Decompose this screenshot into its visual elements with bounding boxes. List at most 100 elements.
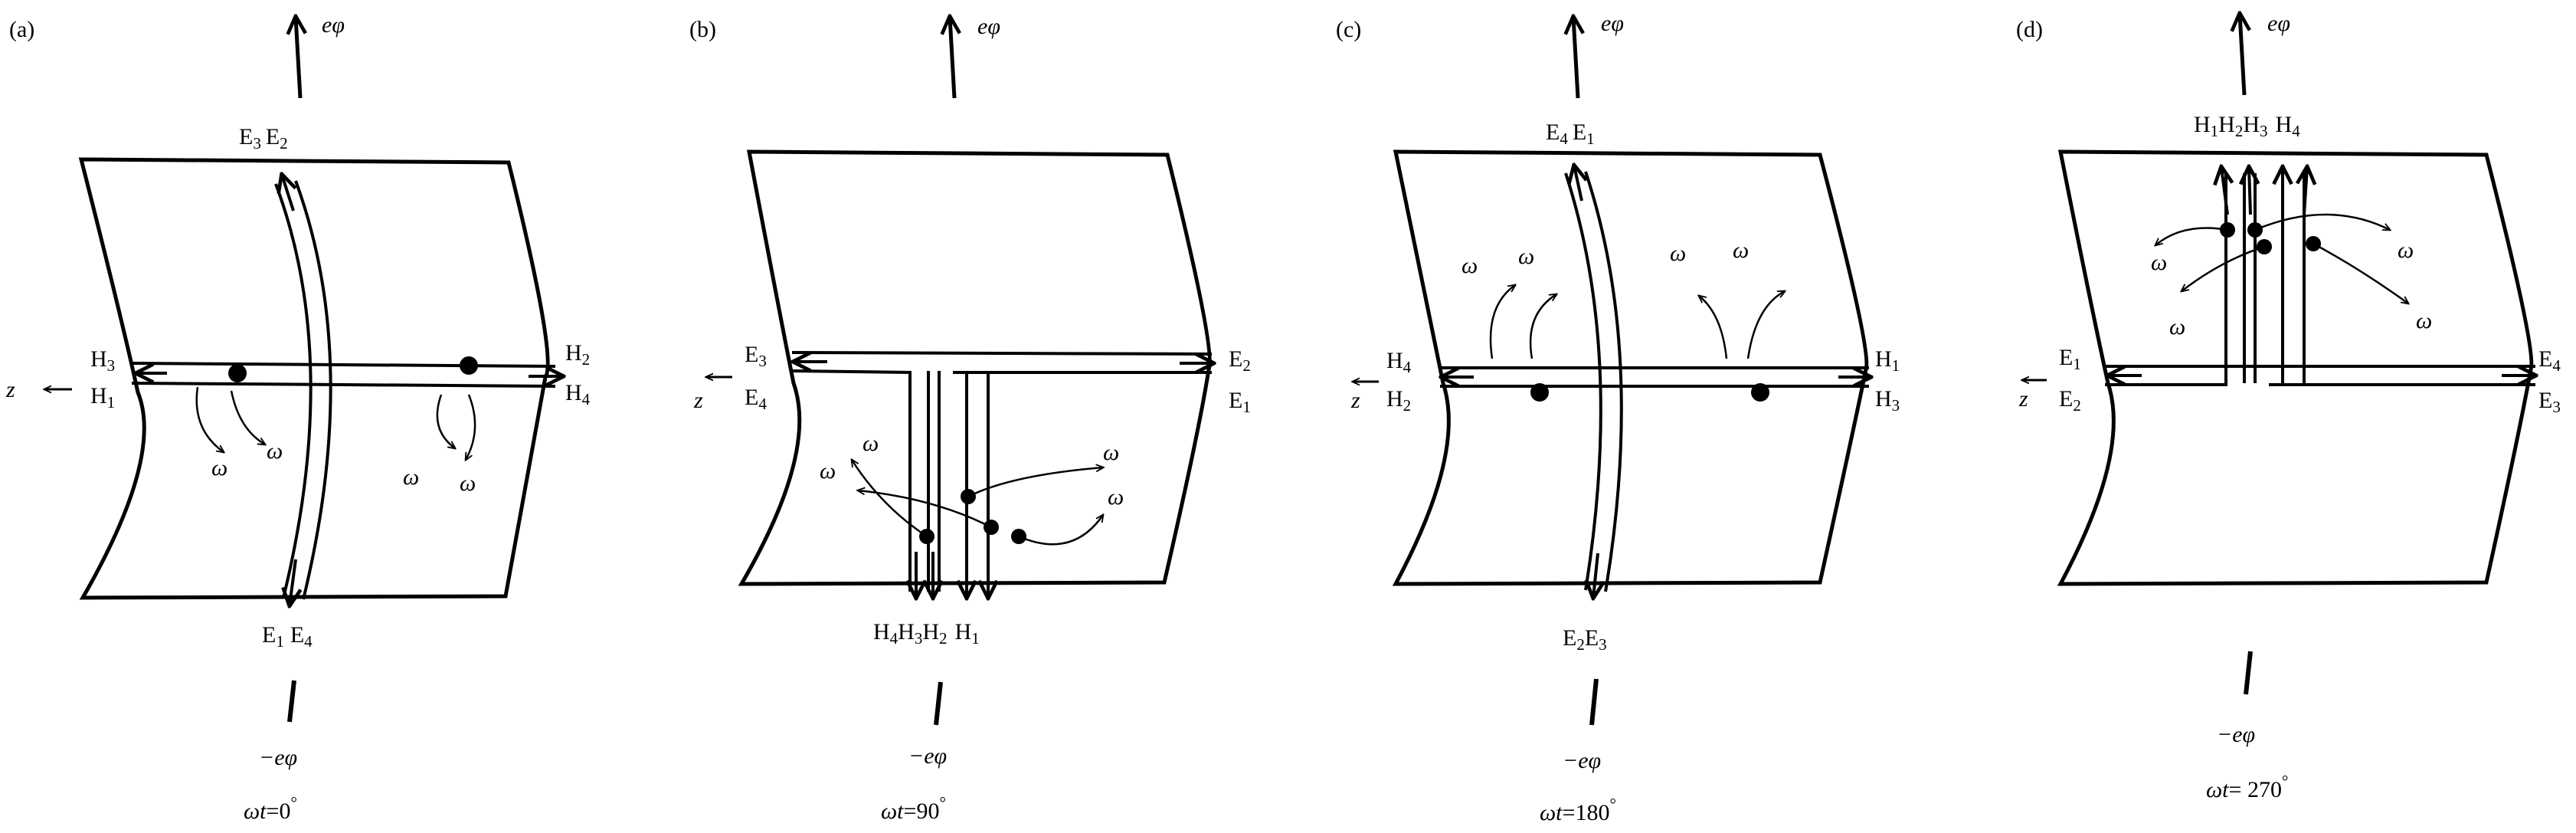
omega-arrow xyxy=(852,460,928,538)
omega-label: ω xyxy=(2151,250,2167,275)
omega-label: ω xyxy=(862,431,879,456)
omega-arrow xyxy=(1746,291,1785,359)
h-double-line xyxy=(1440,366,1869,388)
z-axis-label: z xyxy=(2018,386,2028,412)
svg-text:E4: E4 xyxy=(745,385,767,413)
down-axis-label: −eφ xyxy=(259,745,297,770)
omega-label: ω xyxy=(2416,308,2432,333)
omega-label: ω xyxy=(1461,253,1478,278)
up-axis-label: eφ xyxy=(1601,11,1624,36)
omega-arrow xyxy=(2155,227,2228,246)
sheet-outline xyxy=(78,157,550,600)
down-axis-stub xyxy=(287,680,296,723)
left-labels: E3 E4 xyxy=(745,342,767,413)
up-axis-arrow xyxy=(1573,17,1578,99)
omega-arrow xyxy=(1489,285,1515,359)
up-axis-arrow xyxy=(950,17,954,99)
omega-label: ω xyxy=(211,455,227,480)
svg-text:E2: E2 xyxy=(2059,386,2081,415)
time-label: ωt=180° xyxy=(1540,795,1616,825)
e-double-line xyxy=(1564,171,1623,592)
z-axis-label: z xyxy=(5,377,15,402)
e-t-lines xyxy=(2105,173,2535,386)
svg-text:H2: H2 xyxy=(565,340,590,369)
omega-label: ω xyxy=(2398,238,2414,263)
z-axis-label: z xyxy=(1350,388,1360,413)
omega-arrow xyxy=(2313,242,2408,303)
omega-arrow xyxy=(466,394,476,460)
dot xyxy=(228,364,247,382)
e-double-line xyxy=(274,180,332,600)
e-arrow-down xyxy=(290,559,296,605)
omega-arrow xyxy=(195,386,224,452)
omega-arrow xyxy=(1529,294,1556,359)
e-t-lines xyxy=(791,351,1213,592)
panel-letter: (d) xyxy=(2016,17,2043,42)
svg-text:E2E3: E2E3 xyxy=(1563,625,1607,654)
omega-label: ω xyxy=(1108,484,1124,510)
omega-label: ω xyxy=(460,471,476,496)
up-axis-label: eφ xyxy=(322,12,345,38)
right-labels: H1 H3 xyxy=(1875,346,1900,415)
h-double-line xyxy=(131,362,556,388)
right-labels: E4 E3 xyxy=(2538,346,2561,416)
down-axis-stub xyxy=(934,681,943,726)
h-arrow-up xyxy=(2249,167,2250,215)
omega-label: ω xyxy=(820,458,836,484)
panel-letter: (a) xyxy=(9,17,34,42)
omega-arrow xyxy=(230,390,265,444)
e-arrow-up xyxy=(1574,166,1582,202)
left-labels: H4 H2 xyxy=(1386,348,1412,415)
omega-arrow xyxy=(436,394,455,448)
left-labels: H3 H1 xyxy=(90,346,115,412)
time-label: ωt= 270° xyxy=(2206,772,2288,802)
down-axis-stub xyxy=(1589,678,1599,726)
svg-text:E2: E2 xyxy=(1229,346,1251,375)
e-arrow-down xyxy=(1593,553,1598,598)
omega-arrow xyxy=(1018,515,1103,546)
omega-label: ω xyxy=(403,464,419,490)
svg-text:E4: E4 xyxy=(2538,346,2561,375)
svg-text:E1: E1 xyxy=(1229,388,1251,416)
dot xyxy=(1751,383,1769,402)
svg-text:E1: E1 xyxy=(2059,345,2081,373)
omega-arrow xyxy=(2182,245,2265,291)
up-axis-label: eφ xyxy=(977,14,1000,39)
up-axis-label: eφ xyxy=(2267,11,2290,36)
dot xyxy=(1530,383,1549,402)
omega-arrow xyxy=(1699,296,1728,359)
down-axis-label: −eφ xyxy=(2217,722,2255,747)
up-axis-arrow xyxy=(2240,14,2244,96)
panel-letter: (b) xyxy=(689,17,716,42)
z-axis-label: z xyxy=(693,388,703,413)
e-arrow-up xyxy=(282,175,293,212)
omega-label: ω xyxy=(2169,314,2185,339)
omega-label: ω xyxy=(1733,238,1749,263)
right-labels: E2 E1 xyxy=(1229,346,1251,416)
svg-text:E3: E3 xyxy=(2538,388,2561,416)
sheet-outline xyxy=(2057,149,2534,586)
omega-label: ω xyxy=(1518,244,1534,269)
down-axis-stub xyxy=(2244,651,2253,695)
h-arrow-up xyxy=(2304,167,2307,215)
omega-label: ω xyxy=(1670,241,1686,266)
down-axis-label: −eφ xyxy=(1563,748,1601,773)
up-axis-arrow xyxy=(296,17,300,99)
omega-arrow xyxy=(967,467,1103,498)
svg-text:E3: E3 xyxy=(745,342,767,370)
right-labels: H2 H4 xyxy=(565,340,591,408)
omega-label: ω xyxy=(1103,440,1119,465)
